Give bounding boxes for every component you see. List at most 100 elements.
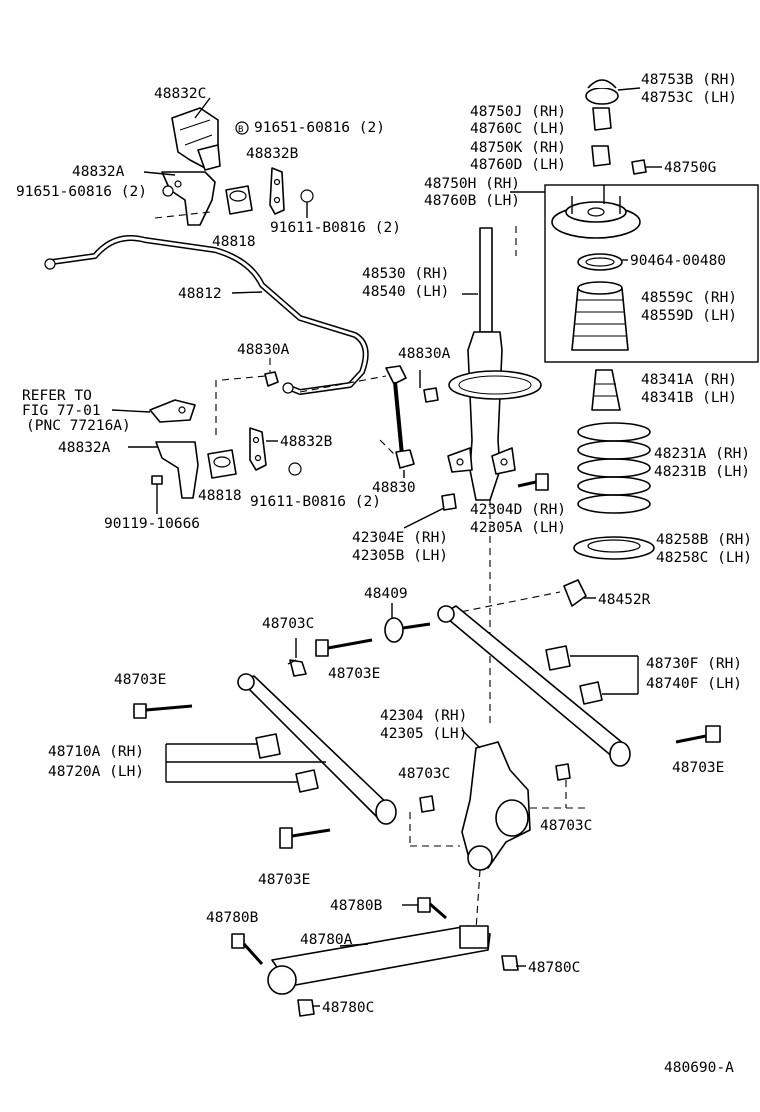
label-48830: 48830 <box>372 480 416 496</box>
label-48812: 48812 <box>178 286 222 302</box>
bumper-48341a-icon <box>591 369 621 411</box>
label-48341b: 48341B (LH) <box>641 390 737 406</box>
clamp-48832b-bottom-icon <box>249 427 267 471</box>
support-assembly-box <box>544 184 759 363</box>
label-42305b: 42305B (LH) <box>352 548 448 564</box>
shock-absorber-48530-icon <box>447 227 542 501</box>
label-48258b: 48258B (RH) <box>656 532 752 548</box>
bolt-48780b-a-icon <box>417 897 447 920</box>
label-48740f: 48740F (LH) <box>646 676 742 692</box>
label-48832c: 48832C <box>154 86 206 102</box>
leader-48832c <box>194 97 211 119</box>
leader-42304e <box>403 507 445 529</box>
label-48832b-bottom: 48832B <box>280 434 333 450</box>
label-48780c-a: 48780C <box>528 960 580 976</box>
label-48780c-b: 48780C <box>322 1000 374 1016</box>
nut-48780c-a-icon <box>501 955 519 971</box>
label-48409: 48409 <box>364 586 408 602</box>
label-refer-2: FIG 77-01 <box>22 403 101 419</box>
nut-48750j-icon <box>592 107 612 131</box>
bushing-48818-bottom-icon <box>207 449 237 479</box>
label-48750h: 48750H (RH) <box>424 176 520 192</box>
label-42305a: 42305A (LH) <box>470 520 566 536</box>
lower-arm-48780a-icon <box>267 925 491 995</box>
label-42304: 42304 (RH) <box>380 708 467 724</box>
bushing-48710a-icon <box>255 733 319 793</box>
leader-refer <box>111 409 151 413</box>
label-48703c-a: 48703C <box>262 616 314 632</box>
label-48780a: 48780A <box>300 932 353 948</box>
label-48703e-a: 48703E <box>328 666 380 682</box>
clamp-48832b-top-icon <box>269 167 285 215</box>
bolt-48703e-c-icon <box>133 703 193 719</box>
label-48832a-top: 48832A <box>72 164 125 180</box>
stabilizer-link-48830-icon <box>385 365 415 469</box>
label-42304e: 42304E (RH) <box>352 530 448 546</box>
bolt-marker-icon: B <box>235 121 249 135</box>
label-91651-top: 91651-60816 (2) <box>254 120 385 136</box>
label-48818-bottom: 48818 <box>198 488 242 504</box>
label-48231a: 48231A (RH) <box>654 446 750 462</box>
label-48818-top: 48818 <box>212 234 256 250</box>
label-48760b: 48760B (LH) <box>424 193 520 209</box>
label-48540: 48540 (LH) <box>362 284 449 300</box>
bolt-42304d-icon <box>517 473 549 491</box>
label-48530: 48530 (RH) <box>362 266 449 282</box>
nut-48703c-b-icon <box>419 795 435 813</box>
nut-48703c-c-icon <box>555 763 571 781</box>
spacer-90464-icon <box>577 253 623 271</box>
label-48753b: 48753B (RH) <box>641 72 737 88</box>
boot-48559c-icon <box>571 281 629 351</box>
label-48780b-a: 48780B <box>330 898 383 914</box>
bolt-48703e-d-icon <box>279 827 331 849</box>
label-refer-3: (PNC 77216A) <box>26 418 131 434</box>
label-48710a: 48710A (RH) <box>48 744 144 760</box>
label-48750k: 48750K (RH) <box>470 140 566 156</box>
label-91611-top: 91611-B0816 (2) <box>270 220 401 236</box>
label-90119: 90119-10666 <box>104 516 200 532</box>
nut-48830a-right-icon <box>423 387 439 403</box>
label-48750g: 48750G <box>664 160 716 176</box>
nut-48830a-left-icon <box>264 371 279 387</box>
bolt-marker-icon <box>288 462 302 476</box>
bolt-marker-icon <box>162 185 174 197</box>
cushion-48750k-icon <box>591 145 611 167</box>
label-91651-left: 91651-60816 (2) <box>16 184 147 200</box>
stabilizer-bar-icon <box>51 235 369 395</box>
label-48703c-c: 48703C <box>540 818 592 834</box>
label-48832b-top: 48832B <box>246 146 299 162</box>
label-48730f: 48730F (RH) <box>646 656 742 672</box>
label-48703e-d: 48703E <box>258 872 310 888</box>
bolt-marker-icon <box>300 189 314 203</box>
bushing-48818-top-icon <box>225 185 253 215</box>
label-48703c-b: 48703C <box>398 766 450 782</box>
bracket-48832c-icon <box>171 107 221 171</box>
bolt-90119-icon <box>151 475 163 500</box>
refer-bracket-icon <box>149 399 196 423</box>
bracket-48832a-top-icon <box>161 171 216 226</box>
bushing-48452r-icon <box>563 579 587 607</box>
label-48720a: 48720A (LH) <box>48 764 144 780</box>
label-48703e-b: 48703E <box>114 672 166 688</box>
coil-spring-48231a-icon <box>577 422 651 514</box>
insulator-48258b-icon <box>573 536 655 560</box>
label-48258c: 48258C (LH) <box>656 550 752 566</box>
label-48760c: 48760C (LH) <box>470 121 566 137</box>
nut-48750g-icon <box>631 159 647 175</box>
label-90464: 90464-00480 <box>630 253 726 269</box>
label-48559d: 48559D (LH) <box>641 308 737 324</box>
lateral-arm-48730f-icon <box>437 605 631 767</box>
label-42305: 42305 (LH) <box>380 726 467 742</box>
leader-48812 <box>231 291 263 294</box>
bushing-48730f-icon <box>545 645 603 705</box>
nut-48780c-b-icon <box>297 999 315 1017</box>
bolt-48780b-b-icon <box>231 933 264 966</box>
label-48832a-bottom: 48832A <box>58 440 111 456</box>
label-48780b-b: 48780B <box>206 910 259 926</box>
label-48753c: 48753C (LH) <box>641 90 737 106</box>
label-91611-bottom: 91611-B0816 (2) <box>250 494 381 510</box>
label-48830a-right: 48830A <box>398 346 451 362</box>
cam-48703c-icon <box>287 659 307 677</box>
figure-code: 480690-A <box>664 1060 734 1076</box>
